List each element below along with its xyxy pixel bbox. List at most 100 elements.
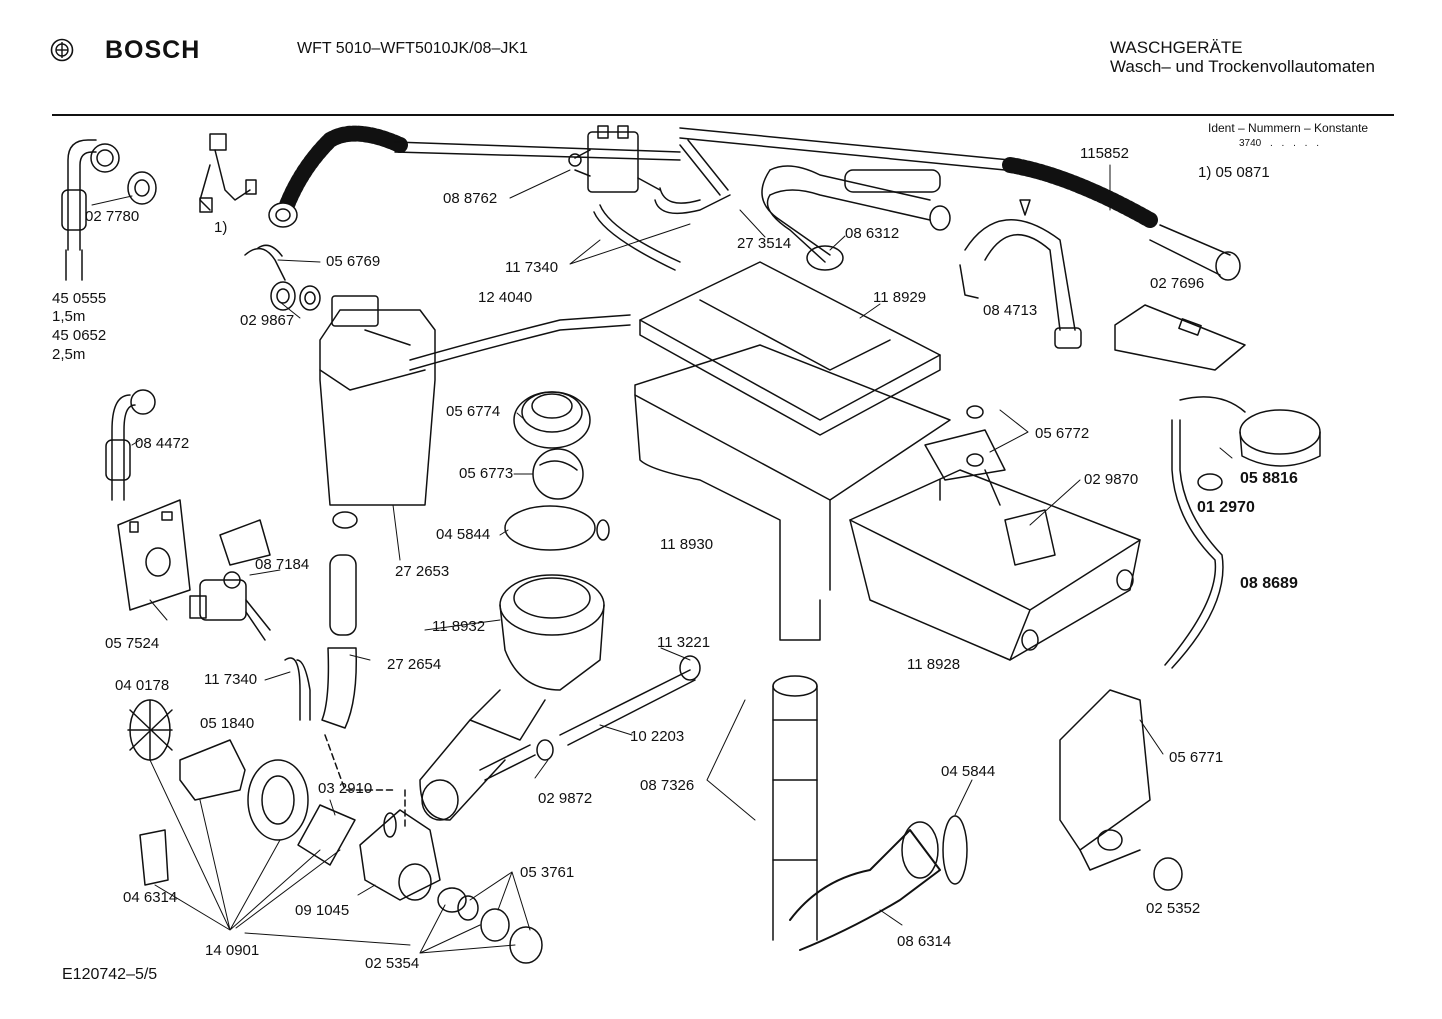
ident-label: Ident – Nummern – Konstante xyxy=(1208,121,1369,135)
part-label: 45 0652 xyxy=(52,327,106,344)
part-label: 08 6314 xyxy=(897,933,951,950)
grommet-012970 xyxy=(1197,473,1223,491)
cover-plate xyxy=(117,499,191,611)
part-label: 05 6772 xyxy=(1035,425,1089,442)
branch-tube xyxy=(679,139,729,196)
part-label: 04 5844 xyxy=(436,526,490,543)
part-label: 08 4713 xyxy=(983,302,1037,319)
heater-seal xyxy=(679,655,701,681)
part-label: 02 5352 xyxy=(1146,900,1200,917)
category-title: WASCHGERÄTE xyxy=(1110,38,1243,57)
part-label: 02 5354 xyxy=(365,955,419,972)
part-label: 08 8762 xyxy=(443,190,497,207)
pressure-hose xyxy=(1164,419,1224,669)
siphon-cap xyxy=(924,405,1006,506)
short-tube xyxy=(479,744,536,781)
part-label: 05 6773 xyxy=(459,465,513,482)
part-label: 11 8932 xyxy=(432,618,485,635)
inlet-tube xyxy=(593,204,681,271)
part-label: 11 7340 xyxy=(505,259,558,276)
grommet-025352 xyxy=(1153,857,1183,891)
part-label: 08 6312 xyxy=(845,225,899,242)
elbow-hose xyxy=(244,244,321,311)
hose-084472 xyxy=(105,389,156,501)
small-hose xyxy=(654,187,731,215)
part-label: 04 6314 xyxy=(123,889,177,906)
mounting-plate xyxy=(1114,304,1246,371)
part-label: 14 0901 xyxy=(205,942,259,959)
part-label: 08 8689 xyxy=(1240,575,1298,592)
header-rule xyxy=(52,114,1394,116)
part-label: 02 9870 xyxy=(1084,471,1138,488)
part-label: 08 7326 xyxy=(640,777,694,794)
part-label: 02 7780 xyxy=(85,208,139,225)
part-label: 02 9867 xyxy=(240,312,294,329)
bent-hose xyxy=(761,165,951,271)
part-label: 05 1840 xyxy=(200,715,254,732)
fan-wheel xyxy=(127,699,173,761)
part-label: 1,5m xyxy=(52,308,85,325)
part-label: 115852 xyxy=(1080,145,1129,162)
filter-cover xyxy=(297,804,356,866)
float-ball xyxy=(532,448,584,500)
bellows-seal xyxy=(513,391,591,449)
part-label: 11 8928 xyxy=(907,656,960,673)
part-label: 08 7184 xyxy=(255,556,309,573)
part-label: 03 2910 xyxy=(318,780,372,797)
part-label: 1) xyxy=(214,219,227,236)
clamp-ring xyxy=(942,815,968,885)
footnote-part: 1) 05 0871 xyxy=(1198,164,1270,181)
hose-bracket xyxy=(959,199,1082,349)
part-label: 05 8816 xyxy=(1240,470,1298,487)
softener-reservoir xyxy=(319,295,436,529)
tube-124040 xyxy=(409,314,631,361)
category-subtitle: Wasch– und Trockenvollautomaten xyxy=(1110,57,1375,76)
part-label: 11 7340 xyxy=(204,671,257,688)
part-label: 12 4040 xyxy=(478,289,532,306)
document-code: E120742–5/5 xyxy=(62,966,158,983)
dispenser-housing xyxy=(634,344,951,641)
part-label: 05 6769 xyxy=(326,253,380,270)
vertical-pipe xyxy=(772,675,818,941)
brand-name: BOSCH xyxy=(105,36,201,64)
part-label: 05 6774 xyxy=(446,403,500,420)
part-label: 27 2653 xyxy=(395,563,449,580)
long-hose-top xyxy=(679,127,1011,171)
bosch-logo-icon xyxy=(50,38,74,62)
part-label: 05 6771 xyxy=(1169,749,1223,766)
coiled-hose xyxy=(1002,157,1241,281)
part-label: 02 7696 xyxy=(1150,275,1204,292)
motor-housing xyxy=(179,739,246,801)
part-label: 27 2654 xyxy=(387,656,441,673)
part-label: 11 8929 xyxy=(873,289,926,306)
solenoid-valve xyxy=(568,125,661,193)
filter-disc xyxy=(247,759,309,841)
part-labels: 02 7780 45 0555 1,5m 45 0652 2,5m 1) 05 … xyxy=(52,145,1298,972)
part-label: 11 8930 xyxy=(660,536,713,553)
part-label: 04 5844 xyxy=(941,763,995,780)
part-label: 10 2203 xyxy=(630,728,684,745)
inlet-hose xyxy=(61,139,120,281)
part-label: 01 2970 xyxy=(1197,499,1255,516)
impeller-parts xyxy=(437,887,543,964)
drain-hose-segment xyxy=(321,554,357,729)
corrugated-elbow xyxy=(789,821,941,951)
leader-lines xyxy=(91,164,1233,954)
part-label: 11 3221 xyxy=(657,634,710,651)
drain-pump xyxy=(359,809,441,901)
clip-046314 xyxy=(139,829,169,886)
part-label: 05 3761 xyxy=(520,864,574,881)
part-label: 02 9872 xyxy=(538,790,592,807)
hose-117340 xyxy=(284,657,311,721)
konstante-value: 3740 xyxy=(1239,138,1262,149)
inlet-valve xyxy=(189,519,271,641)
part-label: 05 7524 xyxy=(105,635,159,652)
part-label: 2,5m xyxy=(52,346,85,363)
float-valve xyxy=(1004,509,1056,566)
heater-rod xyxy=(559,669,696,746)
inlet-tube-top xyxy=(394,141,681,161)
dash-connector xyxy=(324,734,396,791)
y-connector xyxy=(199,133,257,213)
